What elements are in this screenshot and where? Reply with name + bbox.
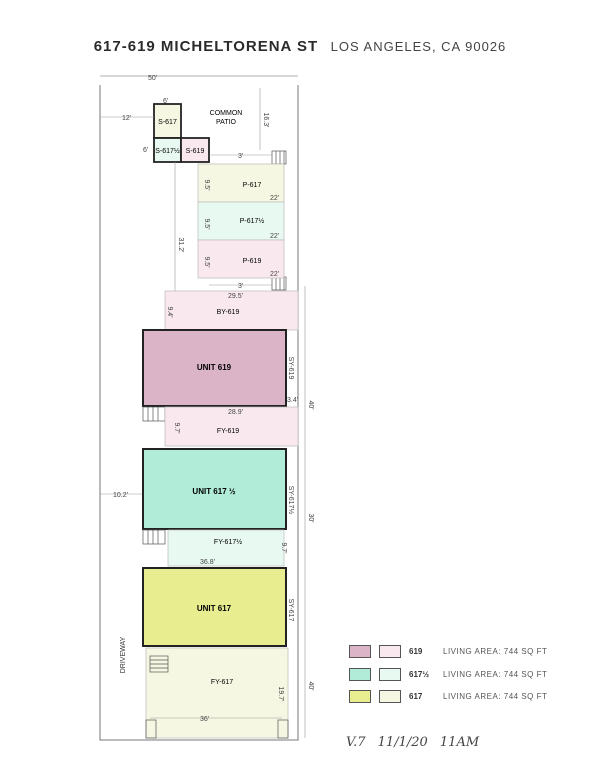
storage-617-half [153,137,182,163]
front-gate [145,719,289,739]
parking-619 [197,239,285,279]
legend-619-code: 619 [409,646,423,656]
storage-619 [180,137,210,163]
dim-312: 31.2' [177,238,184,253]
unit-619-steps [142,406,166,422]
dim-95b: 9.5' [203,218,210,229]
dim-22a: 22' [270,195,279,202]
unit-619-label: UNIT 619 [197,363,232,372]
parking-617 [197,163,285,203]
storage-619-label: S-619 [186,148,205,155]
legend-619-unit-swatch [349,644,371,658]
legend-617-unit-swatch [349,689,371,703]
parking-617-half-label: P-617½ [240,217,265,225]
dim-12: 12' [122,115,131,122]
legend-617: 617 LIVING AREA: 744 SQ FT [349,688,569,704]
dim-95a: 9.5' [203,179,210,190]
legend-617-code: 617 [409,691,423,701]
storage-617-label: S-617 [158,119,177,126]
dim-6-side: 6' [143,147,148,154]
legend-617-half-code: 617½ [409,669,430,679]
legend-617-half: 617½ LIVING AREA: 744 SQ FT [349,666,569,682]
legend-617-half-area: LIVING AREA: 744 SQ FT [443,669,548,679]
dim-94: 9.4' [166,306,173,317]
legend-619-yard-swatch [379,644,401,658]
front-yard-619 [164,406,299,447]
dim-30: 30' [307,513,314,522]
parking-619-label: P-619 [243,258,262,265]
storage-617 [153,103,182,139]
dim-197: 19.7' [277,687,284,702]
legend-619-area: LIVING AREA: 744 SQ FT [443,646,548,656]
front-yard-617-label: FY-617 [211,679,233,686]
storage-617-half-label: S-617½ [155,147,180,155]
unit-617-half-label: UNIT 617 ½ [192,487,235,496]
dim-6-top: 6' [163,98,168,105]
unit-617-steps [149,655,169,673]
dim-40b: 40' [307,681,314,690]
parking-617-half [197,201,285,241]
legend-617-area: LIVING AREA: 744 SQ FT [443,691,548,701]
dim-97a: 9.7' [173,422,180,433]
street-address: 617-619 MICHELTORENA ST [93,38,319,55]
dim-368: 36.8' [200,559,215,566]
dim-97b: 9.7' [280,542,287,553]
version-stamp: V.7 11/1/20 11AM [346,735,480,750]
city-address: LOS ANGELES, CA 90026 [330,39,507,54]
unit-617-half-steps [142,529,166,545]
patio-label-1: COMMON [210,110,243,117]
unit-617 [142,567,287,647]
patio-label-2: PATIO [216,119,237,126]
back-yard-619-label: BY-619 [217,309,240,316]
front-yard-619-label: FY-619 [217,428,239,435]
back-yard-619 [164,290,299,331]
front-yard-617-half-label: FY-617½ [214,538,242,546]
driveway-label: DRIVEWAY [120,636,127,673]
side-yard-617-half-label: SY-617½ [287,486,295,515]
legend-617-half-yard-swatch [379,667,401,681]
front-yard-617-half [167,529,285,567]
dim-34: 3.4' [287,397,298,404]
dim-22c: 22' [270,271,279,278]
legend-619: 619 LIVING AREA: 744 SQ FT [349,643,569,659]
dim-163: 16.3' [262,113,269,128]
side-yard-617-label: SY-617 [287,599,294,622]
dim-36: 36' [200,716,209,723]
unit-619 [142,329,287,407]
dim-295: 29.5' [228,293,243,300]
dim-102: 10.2' [113,492,128,499]
dim-95c: 9.5' [203,256,210,267]
unit-617-label: UNIT 617 [197,604,232,613]
dim-289: 28.9' [228,409,243,416]
dim-40a: 40' [307,400,314,409]
dim-3b: 3' [238,283,243,290]
front-yard-617 [145,647,289,739]
parking-617-label: P-617 [243,182,262,189]
dim-lot-width: 50' [148,75,157,82]
dim-22b: 22' [270,233,279,240]
legend-617-yard-swatch [379,689,401,703]
side-yard-619-label: SY-619 [287,357,294,380]
unit-617-half [142,448,287,530]
legend-617-half-unit-swatch [349,667,371,681]
page-title: 617-619 MICHELTORENA ST LOS ANGELES, CA … [0,38,600,56]
dim-3a: 3' [238,153,243,160]
